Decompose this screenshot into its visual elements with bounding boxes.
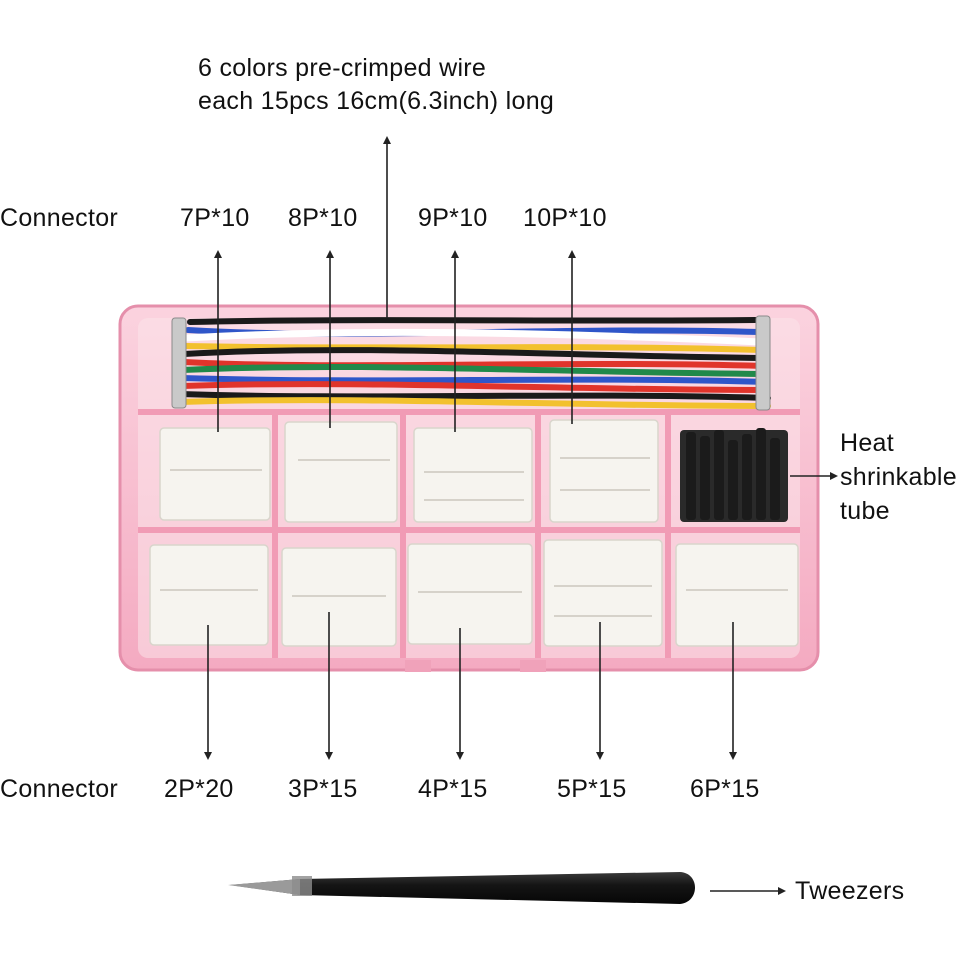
bottom-connector-6p: 6P*15 xyxy=(690,775,760,803)
bottom-connector-5p: 5P*15 xyxy=(557,775,627,803)
callout-arrows xyxy=(204,136,838,895)
bottom-connector-title: Connector xyxy=(0,775,119,803)
heat-shrink-line2: shrinkable xyxy=(840,463,957,491)
tweezers-label: Tweezers xyxy=(795,877,905,905)
connectors-bottom-row xyxy=(149,539,799,647)
bottom-connector-4p: 4P*15 xyxy=(418,775,488,803)
wire-label-line1: 6 colors pre-crimped wire xyxy=(198,54,487,82)
tweezers xyxy=(228,872,695,904)
heat-shrink-tubes xyxy=(680,428,788,522)
top-connector-8p: 8P*10 xyxy=(288,204,358,232)
bottom-connector-3p: 3P*15 xyxy=(288,775,358,803)
top-connector-title: Connector xyxy=(0,204,119,232)
heat-shrink-line3: tube xyxy=(840,497,890,525)
connectors-top-row xyxy=(159,419,659,523)
top-connector-9p: 9P*10 xyxy=(418,204,488,232)
pre-crimped-wires xyxy=(171,315,771,411)
heat-shrink-line1: Heat xyxy=(840,429,895,457)
bottom-connector-2p: 2P*20 xyxy=(164,775,234,803)
top-connector-10p: 10P*10 xyxy=(523,204,607,232)
wire-label-line2: each 15pcs 16cm(6.3inch) long xyxy=(198,87,555,115)
top-connector-7p: 7P*10 xyxy=(180,204,250,232)
